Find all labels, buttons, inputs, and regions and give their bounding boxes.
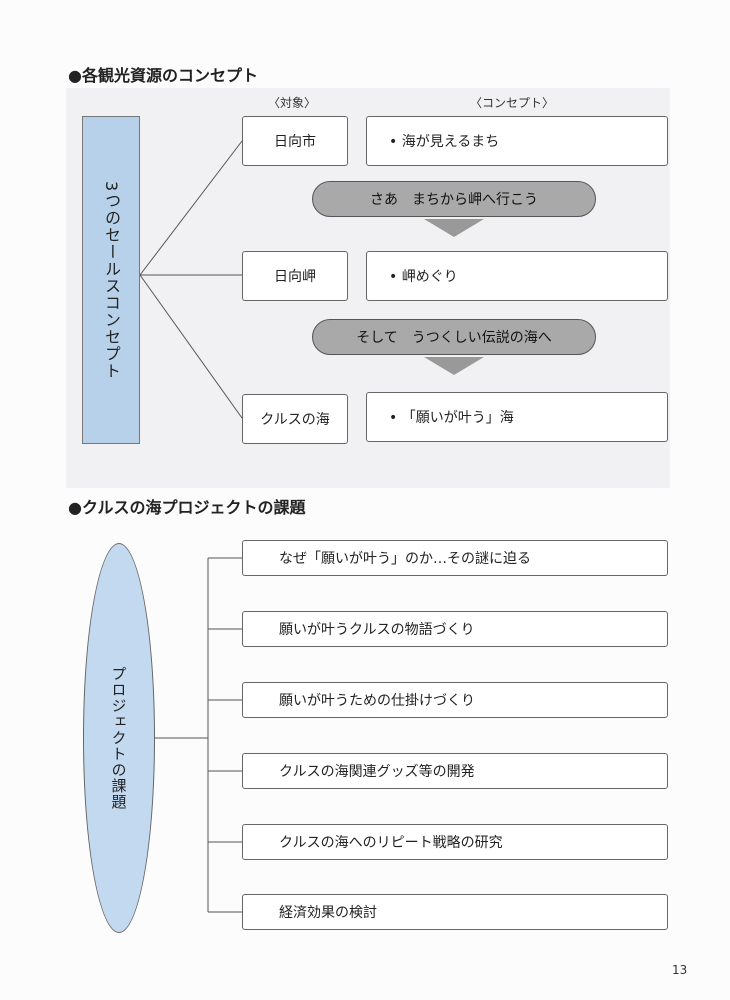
task-box: なぜ「願いが叶う」のか…その謎に迫る <box>242 540 668 576</box>
task-label: 願いが叶うクルスの物語づくり <box>279 622 475 638</box>
task-box: 願いが叶うための仕掛けづくり <box>242 682 668 718</box>
transition-banner: そして うつくしい伝説の海へ <box>312 319 596 355</box>
concept-box-hyuga-cape: • 岬めぐり <box>366 251 668 301</box>
down-arrow-icon <box>424 219 484 237</box>
target-box-hyuga-cape: 日向岬 <box>242 251 348 301</box>
page-number: 13 <box>672 963 688 977</box>
task-label: なぜ「願いが叶う」のか…その謎に迫る <box>279 551 531 567</box>
concept-label: • 「願いが叶う」海 <box>389 410 514 426</box>
task-label: 願いが叶うための仕掛けづくり <box>279 693 475 709</box>
project-issues-ellipse: プロジェクトの課題 <box>83 543 155 933</box>
task-label: 経済効果の検討 <box>279 905 377 921</box>
task-label: クルスの海へのリピート戦略の研究 <box>279 835 503 851</box>
concept-box-kurusu-sea: • 「願いが叶う」海 <box>366 392 668 442</box>
transition-banner: さあ まちから岬へ行こう <box>312 181 596 217</box>
target-label: 日向岬 <box>274 269 316 285</box>
target-column-label: 〈対象〉 <box>268 96 317 110</box>
target-box-kurusu-sea: クルスの海 <box>242 394 348 444</box>
task-box: 願いが叶うクルスの物語づくり <box>242 611 668 647</box>
concept-label: • 海が見えるまち <box>389 134 500 150</box>
sales-concept-box: 3つのセールスコンセプト <box>82 116 140 444</box>
concept-column-label: 〈コンセプト〉 <box>470 96 555 110</box>
sales-concept-label: 3つのセールスコンセプト <box>102 180 121 380</box>
target-label: 日向市 <box>274 134 316 150</box>
task-box: 経済効果の検討 <box>242 894 668 930</box>
task-label: クルスの海関連グッズ等の開発 <box>279 764 475 780</box>
task-box: クルスの海関連グッズ等の開発 <box>242 753 668 789</box>
concept-label: • 岬めぐり <box>389 269 458 285</box>
section2-heading: ●クルスの海プロジェクトの課題 <box>68 498 306 517</box>
task-box: クルスの海へのリピート戦略の研究 <box>242 824 668 860</box>
down-arrow-icon <box>424 357 484 375</box>
target-box-hyuga-city: 日向市 <box>242 116 348 166</box>
section1-heading: ●各観光資源のコンセプト <box>68 66 258 85</box>
target-label: クルスの海 <box>260 412 330 428</box>
concept-box-hyuga-city: • 海が見えるまち <box>366 116 668 166</box>
project-issues-label: プロジェクトの課題 <box>109 666 128 810</box>
